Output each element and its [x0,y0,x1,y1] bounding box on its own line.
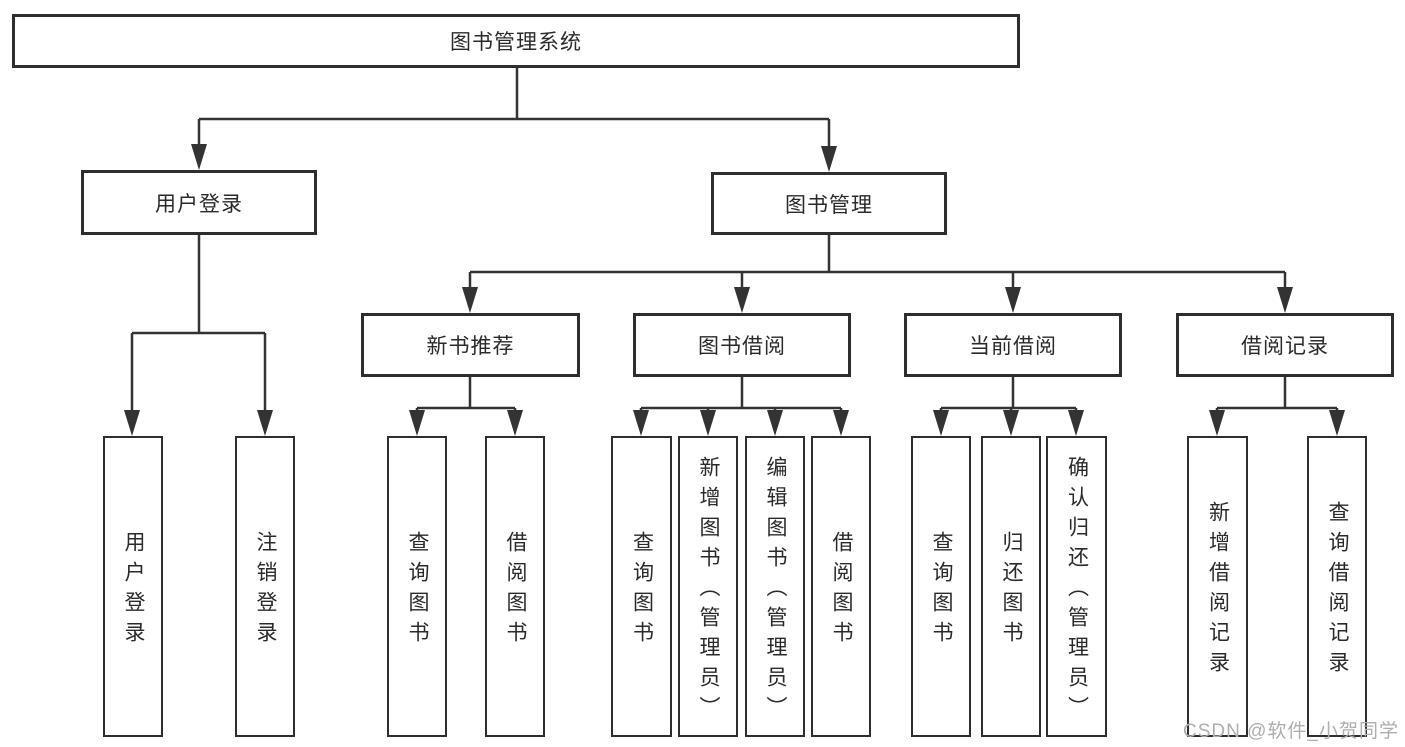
leaf-borrow-books: 借阅图书 [811,436,871,737]
watermark: CSDN @软件_小贺同学 [1183,721,1399,742]
leaf-query-borrow-record: 查询借阅记录 [1307,436,1367,737]
node-label: 查询借阅记录 [1326,501,1349,681]
node-label: 查询图书 [930,531,953,651]
leaf-logout: 注销登录 [235,436,295,737]
leaf-add-books-admin: 新增图书（管理员） [678,436,738,737]
leaf-user-login: 用户登录 [103,436,163,737]
node-new-book-recommendation: 新书推荐 [361,313,580,377]
leaf-return-books: 归还图书 [981,436,1041,737]
node-label: 当前借阅 [969,335,1057,358]
node-library-system: 图书管理系统 [12,14,1020,68]
node-label: 用户登录 [122,531,145,651]
node-label: 图书管理 [785,193,873,217]
leaf-query-books-current: 查询图书 [911,436,971,737]
node-current-borrowing: 当前借阅 [904,313,1122,377]
node-label: 图书管理系统 [450,31,582,54]
node-borrowing-records: 借阅记录 [1176,313,1394,377]
leaf-query-books-borrowing: 查询图书 [611,436,672,737]
node-label: 注销登录 [254,531,277,651]
node-label: 借阅记录 [1241,335,1329,358]
node-label: 借阅图书 [830,531,853,651]
node-book-borrowing: 图书借阅 [633,313,851,377]
node-label: 确认归还（管理员） [1065,456,1089,726]
node-label: 查询图书 [630,531,654,651]
node-label: 新书推荐 [426,335,515,358]
node-book-management: 图书管理 [711,172,947,235]
leaf-add-borrow-record: 新增借阅记录 [1187,436,1248,737]
leaf-confirm-return-admin: 确认归还（管理员） [1046,436,1107,737]
node-label: 查询图书 [406,531,429,651]
node-label: 用户登录 [155,192,243,216]
leaf-query-books-recommend: 查询图书 [387,436,447,737]
node-label: 借阅图书 [504,531,527,651]
leaf-edit-books-admin: 编辑图书（管理员） [745,436,805,737]
node-label: 新增借阅记录 [1206,501,1230,681]
leaf-borrow-books-recommend: 借阅图书 [485,436,545,737]
node-user-login: 用户登录 [81,170,317,235]
node-label: 图书借阅 [698,335,786,358]
node-label: 编辑图书（管理员） [764,456,787,726]
node-label: 新增图书（管理员） [697,456,720,726]
node-label: 归还图书 [1000,531,1023,651]
